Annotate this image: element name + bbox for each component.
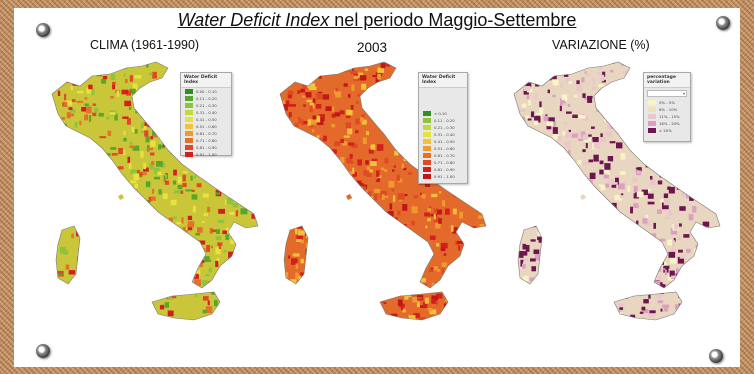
legend-entry: 0.61 - 0.70 bbox=[423, 152, 467, 159]
legend-entry: 0.91 - 1.00 bbox=[423, 173, 467, 180]
legend-label: 0.81 - 0.90 bbox=[434, 167, 455, 172]
legend-entry: > 20% bbox=[648, 127, 690, 134]
legend-label: 0% - 5% bbox=[659, 100, 675, 105]
legend-swatch bbox=[185, 89, 193, 94]
legend-entry: 0.31 - 0.40 bbox=[423, 131, 467, 138]
pin-icon bbox=[716, 16, 730, 30]
legend-swatch bbox=[185, 110, 193, 115]
legend-entry: 0.11 - 0.20 bbox=[185, 95, 231, 102]
legend-swatch bbox=[185, 152, 193, 157]
legend-clima: Water Deficit Index 0.00 - 0.10 0.11 - 0.… bbox=[180, 72, 232, 158]
legend-label: 0.71 - 0.80 bbox=[434, 160, 455, 165]
legend-swatch bbox=[648, 121, 656, 126]
legend-label: 6% - 10% bbox=[659, 107, 678, 112]
legend-entry: 0.21 - 0.30 bbox=[185, 102, 231, 109]
legend-2003: Water Deficit Index < 0.10 0.11 - 0.20 0.2… bbox=[418, 72, 468, 184]
panel-label-variation: VARIAZIONE (%) bbox=[552, 38, 650, 52]
legend-swatch bbox=[185, 117, 193, 122]
legend-entry: 0.31 - 0.40 bbox=[185, 109, 231, 116]
legend-entry: 0.11 - 0.20 bbox=[423, 117, 467, 124]
legend-title: Water Deficit Index bbox=[181, 73, 231, 88]
legend-swatch bbox=[423, 125, 431, 130]
panel-label-2003: 2003 bbox=[357, 40, 388, 55]
legend-swatch bbox=[423, 146, 431, 151]
legend-variation: percentage variation ▾ 0% - 5% 6% - 10% 11… bbox=[643, 72, 691, 142]
legend-rows: 0.00 - 0.10 0.11 - 0.20 0.21 - 0.30 0.31 - … bbox=[181, 88, 231, 158]
legend-swatch bbox=[185, 103, 193, 108]
legend-entry: 0.81 - 0.90 bbox=[423, 166, 467, 173]
legend-swatch bbox=[423, 111, 431, 116]
legend-label: 16% - 20% bbox=[659, 121, 680, 126]
legend-swatch bbox=[423, 118, 431, 123]
legend-entry: 0.41 - 0.50 bbox=[423, 138, 467, 145]
legend-label: 0.11 - 0.20 bbox=[196, 96, 217, 101]
legend-label: < 0.10 bbox=[434, 111, 447, 116]
pin-icon bbox=[709, 349, 723, 363]
legend-swatch bbox=[648, 100, 656, 105]
pin-icon bbox=[36, 344, 50, 358]
legend-entry: 0.71 - 0.80 bbox=[185, 137, 231, 144]
legend-label: 0.21 - 0.30 bbox=[196, 103, 217, 108]
legend-entry: 0.61 - 0.70 bbox=[185, 130, 231, 137]
legend-swatch bbox=[185, 145, 193, 150]
legend-entry: 0.21 - 0.30 bbox=[423, 124, 467, 131]
page-title: Water Deficit Index nel periodo Maggio-S… bbox=[177, 10, 577, 30]
legend-swatch bbox=[423, 139, 431, 144]
legend-entry: 0.91 - 1.00 bbox=[185, 151, 231, 158]
legend-label: 0.91 - 1.00 bbox=[434, 174, 455, 179]
legend-label: 0.31 - 0.40 bbox=[434, 132, 455, 137]
legend-swatch bbox=[185, 131, 193, 136]
legend-swatch bbox=[648, 107, 656, 112]
legend-entry: < 0.10 bbox=[423, 110, 467, 117]
legend-label: 0.51 - 0.60 bbox=[196, 124, 217, 129]
legend-swatch bbox=[185, 138, 193, 143]
legend-swatch bbox=[185, 124, 193, 129]
legend-rows: < 0.10 0.11 - 0.20 0.21 - 0.30 0.31 - 0.40 0… bbox=[419, 110, 467, 180]
legend-label: 0.31 - 0.40 bbox=[196, 110, 217, 115]
legend-entry: 0.81 - 0.90 bbox=[185, 144, 231, 151]
legend-label: 0.91 - 1.00 bbox=[196, 152, 217, 157]
legend-swatch bbox=[423, 132, 431, 137]
legend-label: 0.11 - 0.20 bbox=[434, 118, 455, 123]
map-variation bbox=[513, 61, 721, 321]
pin-icon bbox=[36, 23, 50, 37]
legend-swatch bbox=[423, 160, 431, 165]
legend-entry: 11% - 15% bbox=[648, 113, 690, 120]
legend-entry: 6% - 10% bbox=[648, 106, 690, 113]
legend-label: 0.41 - 0.50 bbox=[196, 117, 217, 122]
legend-label: 0.81 - 0.90 bbox=[196, 145, 217, 150]
legend-swatch bbox=[423, 174, 431, 179]
legend-label: 0.61 - 0.70 bbox=[434, 153, 455, 158]
legend-label: 11% - 15% bbox=[659, 114, 680, 119]
legend-dropdown[interactable]: ▾ bbox=[647, 90, 687, 97]
legend-entry: 0.71 - 0.80 bbox=[423, 159, 467, 166]
legend-label: 0.41 - 0.50 bbox=[434, 139, 455, 144]
legend-title: Water Deficit Index bbox=[419, 73, 467, 88]
legend-entry: 0.51 - 0.60 bbox=[185, 123, 231, 130]
legend-rows: 0% - 5% 6% - 10% 11% - 15% 16% - 20% > 20% bbox=[644, 99, 690, 134]
legend-entry: 0.00 - 0.10 bbox=[185, 88, 231, 95]
map-clima bbox=[51, 61, 259, 321]
panel-label-clima: CLIMA (1961-1990) bbox=[90, 38, 200, 52]
legend-label: 0.61 - 0.70 bbox=[196, 131, 217, 136]
legend-label: > 20% bbox=[659, 128, 672, 133]
legend-title: percentage variation bbox=[644, 73, 690, 88]
legend-swatch bbox=[648, 128, 656, 133]
legend-swatch bbox=[423, 153, 431, 158]
legend-entry: 0% - 5% bbox=[648, 99, 690, 106]
legend-swatch bbox=[185, 96, 193, 101]
legend-entry: 0.41 - 0.50 bbox=[185, 116, 231, 123]
legend-swatch bbox=[423, 167, 431, 172]
legend-label: 0.71 - 0.80 bbox=[196, 138, 217, 143]
legend-entry: 16% - 20% bbox=[648, 120, 690, 127]
legend-entry: 0.51 - 0.60 bbox=[423, 145, 467, 152]
legend-swatch bbox=[648, 114, 656, 119]
legend-label: 0.00 - 0.10 bbox=[196, 89, 217, 94]
legend-label: 0.21 - 0.30 bbox=[434, 125, 455, 130]
legend-label: 0.51 - 0.60 bbox=[434, 146, 455, 151]
